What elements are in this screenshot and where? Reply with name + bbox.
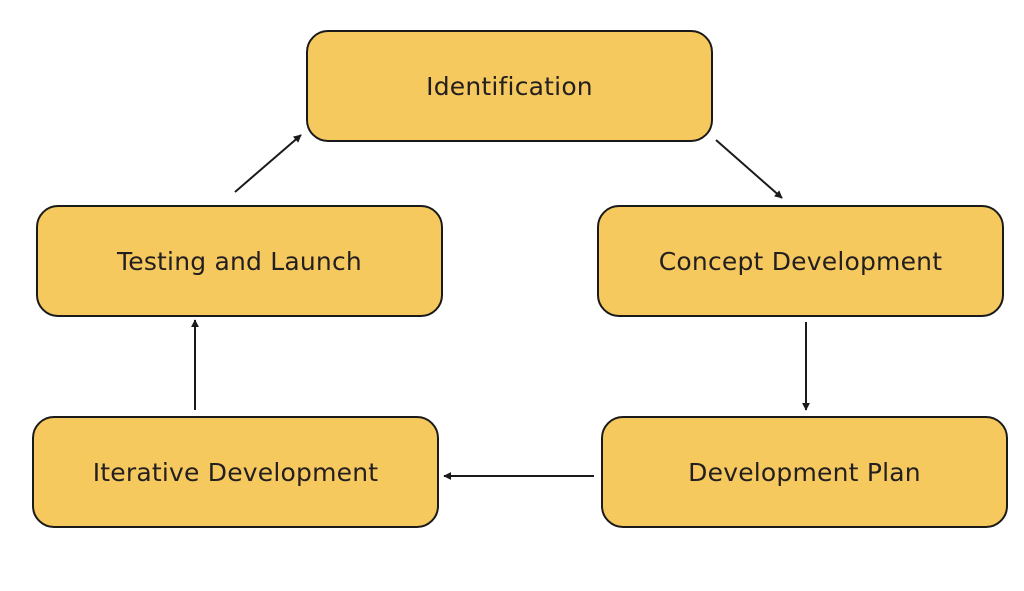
node-development-plan: Development Plan <box>601 416 1008 528</box>
node-iterative-development: Iterative Development <box>32 416 439 528</box>
arrow-identification-to-concept-development <box>715 139 783 199</box>
node-identification: Identification <box>306 30 713 142</box>
arrow-testing-and-launch-to-identification <box>234 134 302 193</box>
node-testing-and-launch: Testing and Launch <box>36 205 443 317</box>
node-concept-development: Concept Development <box>597 205 1004 317</box>
